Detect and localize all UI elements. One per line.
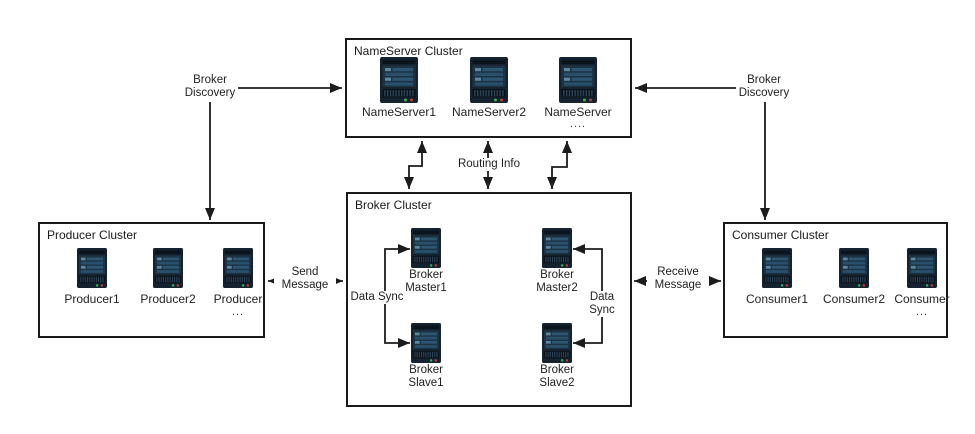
producer-ellipsis: ... <box>231 306 245 318</box>
routing-arrow-left <box>404 141 427 189</box>
broker-discovery-left-label: Broker Discovery <box>184 74 236 99</box>
broker-master2-label: Broker Master2 <box>536 269 578 294</box>
broker-cluster-box: Broker Cluster <box>346 192 632 407</box>
consumer2-label: Consumer2 <box>822 292 886 306</box>
server-icon <box>907 248 937 288</box>
server-icon <box>411 323 441 363</box>
producer-n-label: Producer <box>213 292 263 306</box>
data-sync-right-label: Data Sync <box>576 291 628 317</box>
receive-message-label: Receive Message <box>647 266 709 292</box>
nameserver-ellipsis: .... <box>569 118 587 130</box>
server-icon <box>223 248 253 288</box>
server-icon <box>411 228 441 268</box>
nameserver-cluster-box: NameServer Cluster <box>345 38 632 138</box>
server-icon <box>839 248 869 288</box>
nameserver1-label: NameServer1 <box>361 105 437 119</box>
server-icon <box>559 57 597 103</box>
producer2-label: Producer2 <box>140 292 196 306</box>
nameserver2-label: NameServer2 <box>451 105 527 119</box>
routing-arrow-right <box>547 141 572 189</box>
producer-cluster-title: Producer Cluster <box>47 228 138 242</box>
consumer-cluster-box: Consumer Cluster <box>723 222 948 338</box>
nameserver-n-label: NameServer <box>544 105 612 119</box>
server-icon <box>153 248 183 288</box>
server-icon <box>77 248 107 288</box>
nameserver-cluster-title: NameServer Cluster <box>354 44 463 58</box>
server-icon <box>380 57 418 103</box>
consumer-n-label: Consumer <box>894 292 950 306</box>
consumer-cluster-title: Consumer Cluster <box>732 228 829 242</box>
server-icon <box>470 57 508 103</box>
server-icon <box>762 248 792 288</box>
broker-master1-label: Broker Master1 <box>405 269 447 294</box>
broker-slave2-label: Broker Slave2 <box>539 364 575 389</box>
consumer1-label: Consumer1 <box>745 292 809 306</box>
broker-discovery-right-label: Broker Discovery <box>738 74 790 99</box>
broker-slave1-label: Broker Slave1 <box>408 364 444 389</box>
broker-cluster-title: Broker Cluster <box>355 198 432 212</box>
server-icon <box>542 228 572 268</box>
producer1-label: Producer1 <box>64 292 120 306</box>
data-sync-left-label: Data Sync <box>350 291 404 304</box>
send-message-label: Send Message <box>274 266 336 292</box>
server-icon <box>542 323 572 363</box>
routing-info-label: Routing Info <box>452 158 526 171</box>
producer-cluster-box: Producer Cluster <box>38 222 265 338</box>
consumer-ellipsis: ... <box>915 306 929 318</box>
